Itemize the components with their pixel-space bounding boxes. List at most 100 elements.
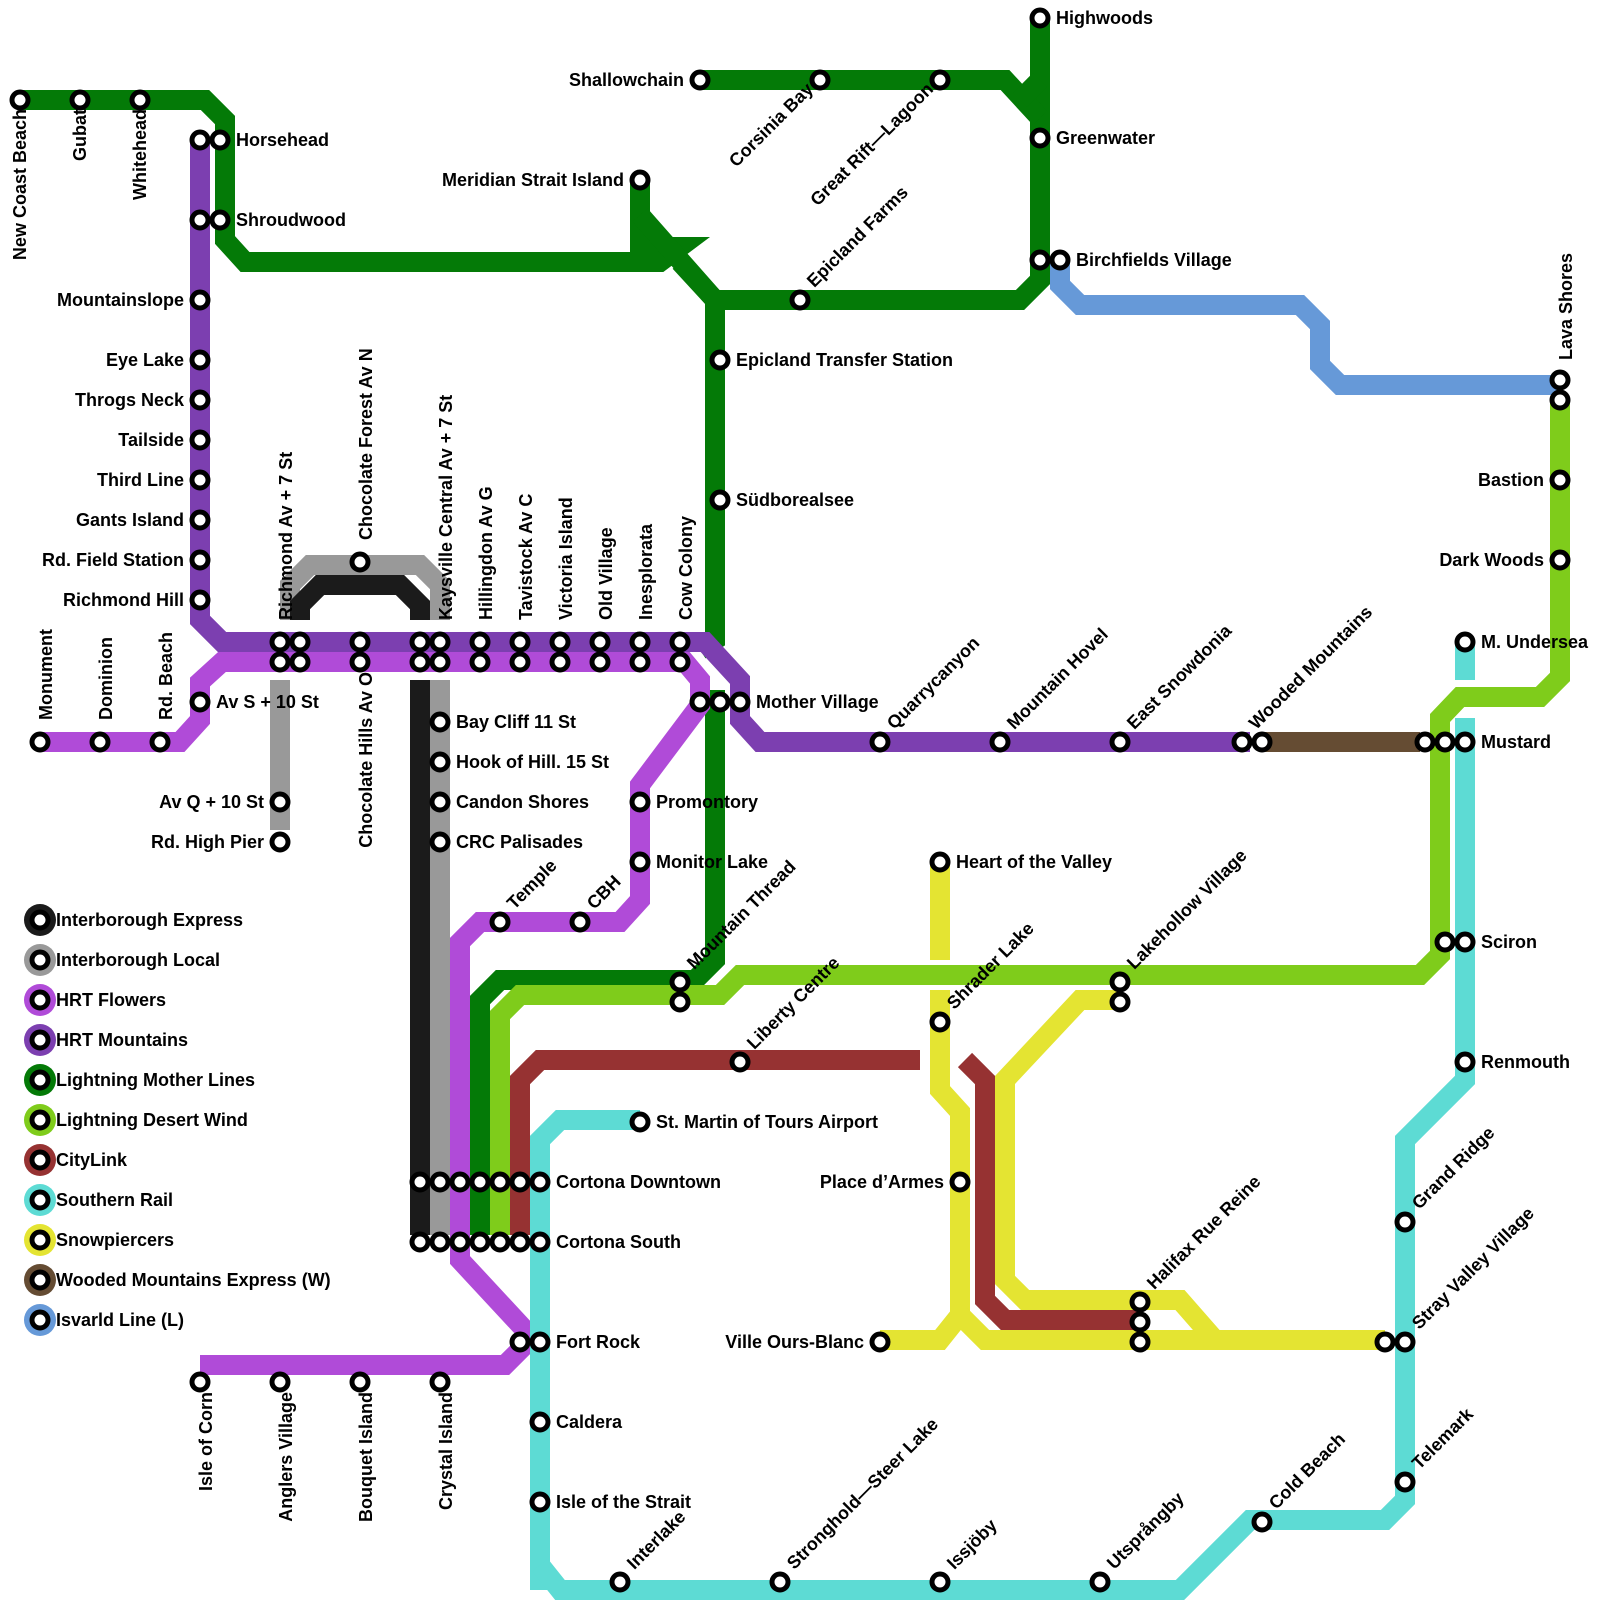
station-marker-meridian-strait-island[interactable] [629,169,651,191]
station-marker-rd-beach[interactable] [149,731,171,753]
station-marker-temple[interactable] [489,911,511,933]
station-marker-whitehead[interactable] [129,89,151,111]
station-marker-mustard[interactable] [1434,731,1456,753]
station-marker-new-coast-beach[interactable] [9,89,31,111]
station-marker-grand-ridge[interactable] [1394,1211,1416,1233]
station-marker-kaysville-central[interactable] [429,651,451,673]
station-marker-tavistock-av-c[interactable] [509,631,531,653]
station-marker-great-rift-lagoon[interactable] [929,69,951,91]
station-marker-dark-woods[interactable] [1549,549,1571,571]
station-marker-sciron[interactable] [1434,931,1456,953]
station-marker-monitor-lake[interactable] [629,851,651,873]
station-marker-sudborealsee[interactable] [709,489,731,511]
station-marker-inesplorata[interactable] [629,651,651,673]
station-marker-caldera[interactable] [529,1411,551,1433]
station-marker-richmond-av-7-st[interactable] [289,631,311,653]
station-marker-hillingdon-av-g[interactable] [469,651,491,673]
station-marker-shroudwood[interactable] [209,209,231,231]
station-marker-halifax-rue-reine[interactable] [1129,1311,1151,1333]
station-marker-old-village[interactable] [589,651,611,673]
station-marker-epicland-farms[interactable] [789,289,811,311]
station-marker-cortona-downtown[interactable] [529,1171,551,1193]
station-marker-richmond-hill[interactable] [189,589,211,611]
station-marker-inesplorata[interactable] [629,631,651,653]
station-marker-bouquet-island[interactable] [349,1371,371,1393]
station-marker-epicland-transfer-station[interactable] [709,349,731,371]
station-marker-bastion[interactable] [1549,469,1571,491]
station-marker-lava-shores[interactable] [1549,369,1571,391]
station-marker-cortona-downtown[interactable] [429,1171,451,1193]
station-marker-crystal-island[interactable] [429,1371,451,1393]
station-marker-cortona-downtown[interactable] [489,1171,511,1193]
station-marker-telemark[interactable] [1394,1471,1416,1493]
station-marker-liberty-centre[interactable] [729,1051,751,1073]
station-marker-birchfields-village[interactable] [1049,249,1071,271]
station-marker-place-darmes[interactable] [949,1171,971,1193]
station-marker-sciron[interactable] [1454,931,1476,953]
station-marker-renmouth[interactable] [1454,1051,1476,1073]
station-marker-cortona-downtown[interactable] [509,1171,531,1193]
station-marker-tavistock-av-c[interactable] [509,651,531,673]
station-marker-gants-island[interactable] [189,509,211,531]
station-marker-lakehollow-village[interactable] [1109,971,1131,993]
station-marker-victoria-island[interactable] [549,651,571,673]
station-marker-interlake[interactable] [609,1571,631,1593]
station-marker-isle-of-corn[interactable] [189,1371,211,1393]
station-marker-gubat[interactable] [69,89,91,111]
station-marker-promontory[interactable] [629,791,651,813]
station-marker-monument[interactable] [29,731,51,753]
station-marker-horsehead[interactable] [189,129,211,151]
station-marker-m-undersea[interactable] [1454,631,1476,653]
station-marker-mountainslope[interactable] [189,289,211,311]
station-marker-mountain-thread[interactable] [669,971,691,993]
station-marker-chocolate-hills-av-o[interactable] [349,651,371,673]
station-marker-isle-of-the-strait[interactable] [529,1491,551,1513]
station-marker-highwoods[interactable] [1029,7,1051,29]
station-marker-cold-beach[interactable] [1251,1511,1273,1533]
station-marker-kaysville-central[interactable] [429,631,451,653]
station-marker-lava-shores[interactable] [1549,389,1571,411]
station-marker-mustard[interactable] [1414,731,1436,753]
station-marker-mustard[interactable] [1454,731,1476,753]
station-marker-heart-of-the-valley[interactable] [929,851,951,873]
station-marker-lakehollow-village[interactable] [1109,991,1131,1013]
station-marker-richmond-av-7-st[interactable] [289,651,311,673]
station-marker-birchfields-village[interactable] [1029,249,1051,271]
station-marker-kaysville-central[interactable] [409,651,431,673]
station-marker-richmond-av-7-st[interactable] [269,631,291,653]
station-marker-fort-rock[interactable] [529,1331,551,1353]
station-marker-halifax-rue-reine[interactable] [1129,1331,1151,1353]
station-marker-chocolate-hills-av-o[interactable] [349,631,371,653]
station-marker-cow-colony[interactable] [669,631,691,653]
station-marker-cortona-south[interactable] [409,1231,431,1253]
station-marker-eye-lake[interactable] [189,349,211,371]
station-marker-cow-colony[interactable] [669,651,691,673]
station-marker-wooded-mountains[interactable] [1231,731,1253,753]
station-marker-halifax-rue-reine[interactable] [1129,1291,1151,1313]
station-marker-shroudwood[interactable] [189,209,211,231]
station-marker-candon-shores[interactable] [429,791,451,813]
station-marker-corsinia-bay[interactable] [809,69,831,91]
station-marker-bay-cliff-11-st[interactable] [429,711,451,733]
station-marker-fort-rock[interactable] [509,1331,531,1353]
station-marker-chocolate-forest-av-n[interactable] [349,551,371,573]
station-marker-cortona-downtown[interactable] [409,1171,431,1193]
station-marker-cortona-downtown[interactable] [449,1171,471,1193]
station-marker-cortona-south[interactable] [489,1231,511,1253]
station-marker-rd-field-station[interactable] [189,549,211,571]
station-marker-rd-high-pier[interactable] [269,831,291,853]
station-marker-east-snowdonia[interactable] [1109,731,1131,753]
station-marker-cortona-south[interactable] [429,1231,451,1253]
station-marker-issjoby[interactable] [929,1571,951,1593]
station-marker-shallowchain[interactable] [689,69,711,91]
station-marker-cortona-south[interactable] [529,1231,551,1253]
station-marker-av-s-10-st[interactable] [189,691,211,713]
station-marker-greenwater[interactable] [1029,127,1051,149]
station-marker-mother-village[interactable] [729,691,751,713]
station-marker-tailside[interactable] [189,429,211,451]
station-marker-victoria-island[interactable] [549,631,571,653]
station-marker-mother-village[interactable] [709,691,731,713]
station-marker-kaysville-central[interactable] [409,631,431,653]
station-marker-st-martin-airport[interactable] [629,1111,651,1133]
station-marker-utsprangby[interactable] [1089,1571,1111,1593]
